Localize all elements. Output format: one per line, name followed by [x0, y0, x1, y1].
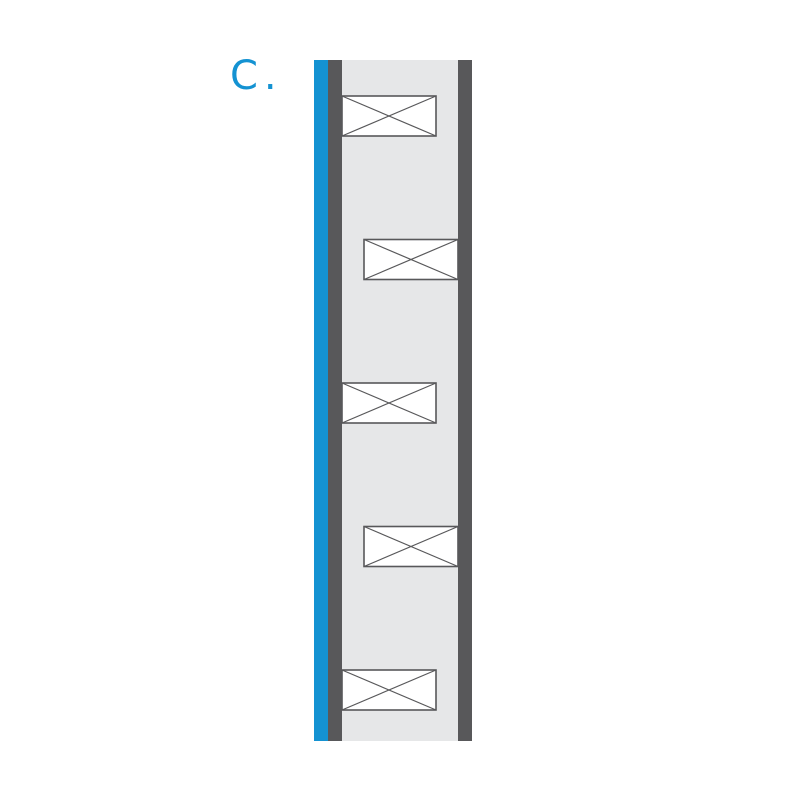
blocking-cross-line-2 — [363, 238, 459, 281]
left-stud-plate — [328, 60, 342, 741]
blocking-group — [341, 95, 459, 711]
blocking-1-left — [341, 95, 437, 137]
panel-label: C. — [230, 53, 283, 99]
blocking-cross-line-2 — [341, 95, 437, 137]
blocking-2-right — [363, 238, 459, 281]
blocking-cross-line-2 — [341, 382, 437, 424]
blocking-5-left — [341, 669, 437, 711]
blocking-3-left — [341, 382, 437, 424]
blocking-cross-line-2 — [341, 669, 437, 711]
blocking-cross-line-2 — [363, 525, 459, 568]
right-stud-plate — [458, 60, 472, 741]
blocking-4-right — [363, 525, 459, 568]
accent-layer — [314, 60, 328, 741]
